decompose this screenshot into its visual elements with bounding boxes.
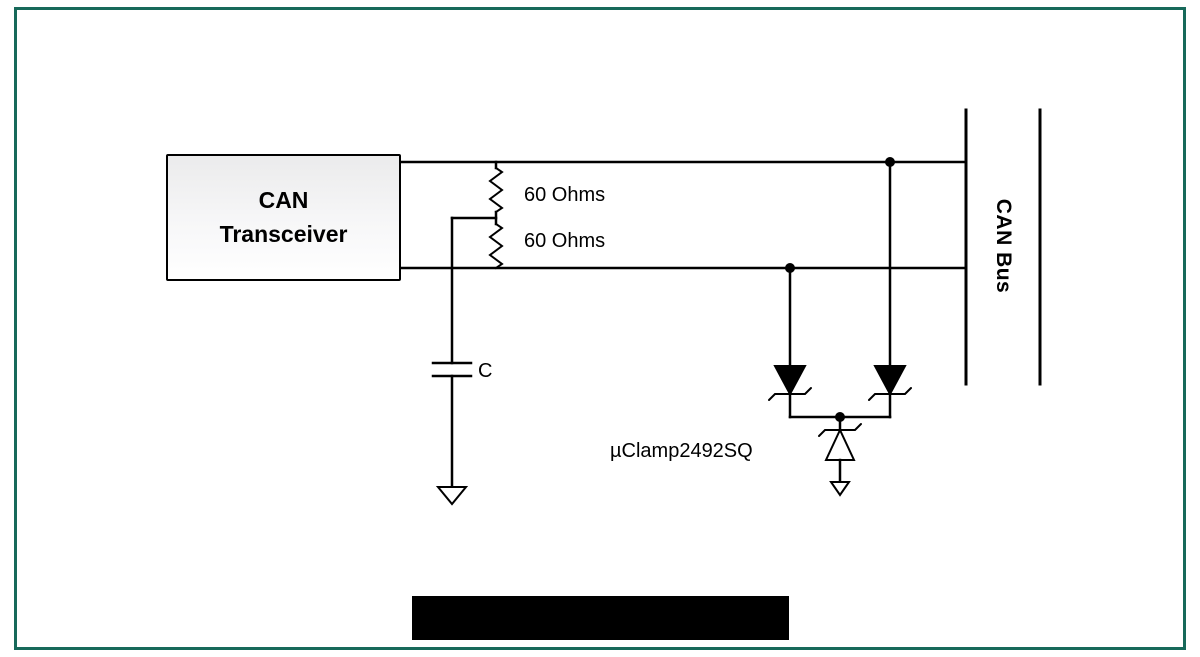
termination-resistor-bottom (488, 222, 504, 270)
tvs-diode-right (873, 365, 907, 397)
can-transceiver-label: CAN Transceiver (219, 187, 348, 247)
capacitor-ground-symbol (435, 486, 469, 506)
resistor-top-label: 60 Ohms (524, 184, 606, 206)
termination-resistor-top (488, 166, 504, 214)
tvs-diode-center (824, 427, 856, 461)
can-transceiver-box: CAN Transceiver (166, 154, 401, 281)
diagram-border (14, 7, 1186, 650)
resistor-bottom-label: 60 Ohms (524, 230, 606, 252)
tvs-diode-left (773, 365, 807, 397)
can-bus-label: CAN Bus (992, 198, 1015, 294)
capacitor-label: C (478, 360, 493, 382)
tvs-ground-symbol (829, 481, 851, 497)
clamp-part-label: µClamp2492SQ (610, 440, 753, 462)
redacted-caption-bar (412, 596, 789, 640)
